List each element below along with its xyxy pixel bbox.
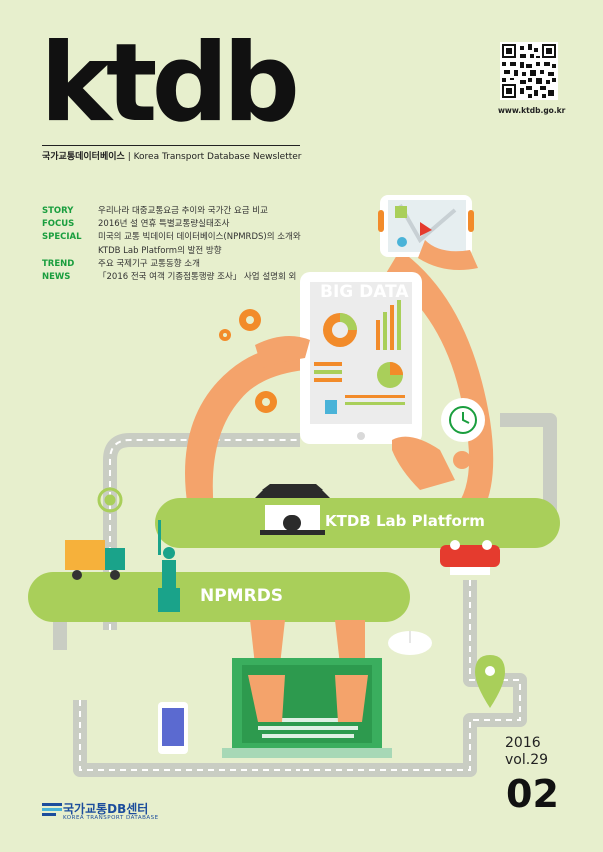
toc-item-special-cont[interactable]: KTDB Lab Platform의 발전 방향 xyxy=(42,245,301,258)
gear-icon xyxy=(219,309,277,413)
toc-text: 「2016 전국 여객 기종점통행량 조사」 사업 설명회 외 xyxy=(98,271,297,282)
toc-item-story[interactable]: STORY 우리나라 대중교통요금 추이와 국가간 요금 비교 xyxy=(42,205,301,218)
toc-key: TREND xyxy=(42,258,75,269)
left-arm xyxy=(185,345,305,520)
toc-text: 주요 국제기구 교통동향 소개 xyxy=(98,258,200,269)
newsletter-subtitle: 국가교통데이터베이스 | Korea Transport Database Ne… xyxy=(42,145,302,162)
subtitle-korean: 국가교통데이터베이스 xyxy=(42,152,125,162)
statue-of-liberty-icon xyxy=(158,520,180,612)
toc-key: SPECIAL xyxy=(42,232,82,243)
red-car-icon xyxy=(440,540,500,575)
hand-right-tablet xyxy=(392,436,455,490)
big-data-label: BIG DATA xyxy=(320,282,409,302)
ktdb-lab-platform-label: KTDB Lab Platform xyxy=(325,512,485,530)
mouse-icon xyxy=(388,631,432,655)
truck-icon xyxy=(65,540,125,580)
forearm-right xyxy=(335,620,365,665)
ktdb-center-logo-icon xyxy=(42,803,62,816)
toc-key: NEWS xyxy=(42,271,71,282)
toc-text: 2016년 설 연휴 특별교통량실태조사 xyxy=(98,219,230,230)
toc-key: STORY xyxy=(42,206,74,216)
toc-item-news[interactable]: NEWS 「2016 전국 여객 기종점통행량 조사」 사업 설명회 외 xyxy=(42,271,301,284)
toc-key: FOCUS xyxy=(42,219,75,230)
toc-text: 우리나라 대중교통요금 추이와 국가간 요금 비교 xyxy=(98,206,268,216)
issue-volume: vol.29 xyxy=(505,752,549,768)
smartphone-icon xyxy=(158,702,188,754)
qr-code-icon[interactable] xyxy=(500,42,558,100)
org-subtitle: KOREA TRANSPORT DATABASE xyxy=(63,815,159,821)
website-url[interactable]: www.ktdb.go.kr xyxy=(498,106,566,115)
hand-left-tablet xyxy=(255,336,310,368)
forearm-left xyxy=(250,620,285,665)
toc-text: 미국의 교통 빅데이터 데이터베이스(NPMRDS)의 소개와 xyxy=(98,232,301,243)
subtitle-english: | Korea Transport Database Newsletter xyxy=(127,152,302,162)
toc-item-focus[interactable]: FOCUS 2016년 설 연휴 특별교통량실태조사 xyxy=(42,218,301,231)
table-of-contents: STORY 우리나라 대중교통요금 추이와 국가간 요금 비교 FOCUS 20… xyxy=(42,205,301,284)
laptop-icon xyxy=(222,658,392,758)
npmrds-label: NPMRDS xyxy=(200,586,284,606)
issue-year: 2016 xyxy=(505,735,541,751)
ktdb-lab-band xyxy=(155,498,560,548)
target-icon xyxy=(97,487,123,513)
toc-text: KTDB Lab Platform의 발전 방향 xyxy=(98,245,222,256)
issue-number: 02 xyxy=(506,772,559,816)
hands-on-keyboard xyxy=(248,675,368,722)
big-data-tablet xyxy=(300,272,422,444)
ktdb-logo: ktdb xyxy=(40,21,300,146)
toc-item-trend[interactable]: TREND 주요 국제기구 교통동향 소개 xyxy=(42,258,301,271)
hand-top xyxy=(418,240,478,271)
map-pin-icon xyxy=(475,655,505,708)
org-name: 국가교통DB센터 xyxy=(63,802,149,816)
npmrds-band xyxy=(28,572,410,622)
toc-item-special[interactable]: SPECIAL 미국의 교통 빅데이터 데이터베이스(NPMRDS)의 소개와 xyxy=(42,231,301,244)
korean-gate-icon xyxy=(255,484,330,535)
clock-icon xyxy=(441,398,485,469)
